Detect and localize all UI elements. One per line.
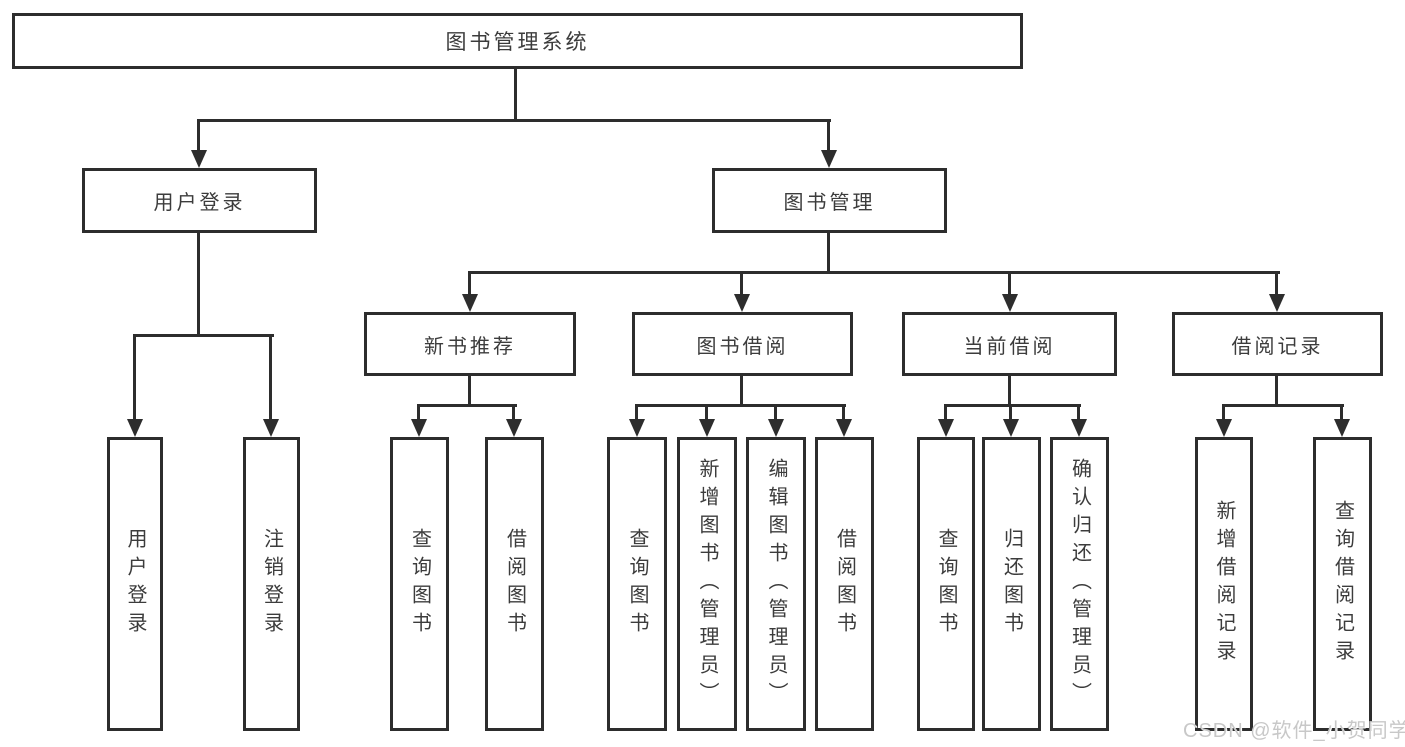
connector-line	[827, 233, 830, 273]
connector-line	[1275, 376, 1278, 406]
node-confirm-return-admin: 确认归还（管理员）	[1050, 437, 1109, 731]
connector-line	[468, 271, 1280, 274]
arrowhead-icon	[506, 419, 522, 437]
arrowhead-icon	[263, 419, 279, 437]
watermark: CSDN @软件_小贺同学	[1183, 720, 1405, 742]
connector-line	[197, 119, 831, 122]
node-add-books-admin: 新增图书（管理员）	[677, 437, 737, 731]
node-current-query-books: 查询图书	[917, 437, 975, 731]
arrowhead-icon	[1002, 294, 1018, 312]
arrowhead-icon	[768, 419, 784, 437]
connector-line	[1077, 404, 1080, 421]
arrowhead-icon	[938, 419, 954, 437]
connector-line	[133, 334, 274, 337]
node-label: 查询借阅记录	[1331, 500, 1354, 668]
connector-line	[944, 404, 947, 421]
node-add-borrow-record: 新增借阅记录	[1195, 437, 1253, 731]
node-label: 用户登录	[153, 192, 246, 214]
node-label: 借阅图书	[833, 528, 856, 640]
connector-line	[944, 404, 1081, 407]
node-rec-borrow-books: 借阅图书	[485, 437, 544, 731]
arrowhead-icon	[699, 419, 715, 437]
arrowhead-icon	[127, 419, 143, 437]
node-book-management: 图书管理	[712, 168, 947, 233]
connector-line	[705, 404, 708, 421]
connector-line	[1008, 271, 1011, 296]
node-query-borrow-record: 查询借阅记录	[1313, 437, 1372, 731]
node-label: 借阅记录	[1231, 335, 1324, 358]
arrowhead-icon	[629, 419, 645, 437]
node-label: 新书推荐	[424, 335, 516, 358]
arrowhead-icon	[411, 419, 427, 437]
node-rec-query-books: 查询图书	[390, 437, 449, 731]
node-user-login: 用户登录	[82, 168, 317, 233]
connector-line	[635, 404, 638, 421]
connector-line	[827, 119, 830, 152]
node-borrow-query-books: 查询图书	[607, 437, 667, 731]
connector-line	[1009, 404, 1012, 421]
arrowhead-icon	[191, 150, 207, 168]
arrowhead-icon	[1269, 294, 1285, 312]
node-user-login-leaf: 用户登录	[107, 437, 163, 731]
connector-line	[468, 376, 471, 406]
node-label: 查询图书	[408, 528, 431, 640]
connector-line	[1340, 404, 1343, 421]
node-label: 查询图书	[935, 528, 957, 640]
connector-line	[468, 271, 471, 296]
connector-line	[133, 334, 136, 420]
connector-line	[417, 404, 420, 421]
node-label: 注销登录	[260, 528, 283, 640]
node-label: 归还图书	[1000, 528, 1023, 640]
arrowhead-icon	[1216, 419, 1232, 437]
node-return-books: 归还图书	[982, 437, 1041, 731]
node-label: 新增图书（管理员）	[696, 458, 718, 710]
node-label: 当前借阅	[963, 335, 1056, 358]
connector-line	[1222, 404, 1225, 421]
node-label: 编辑图书（管理员）	[765, 458, 787, 710]
node-new-book-recommendation: 新书推荐	[364, 312, 576, 376]
node-book-borrowing: 图书借阅	[632, 312, 853, 376]
arrowhead-icon	[1003, 419, 1019, 437]
connector-line	[842, 404, 845, 421]
node-label: 图书管理	[783, 192, 876, 214]
node-label: 用户登录	[124, 528, 146, 640]
connector-line	[514, 69, 517, 121]
node-library-management-system: 图书管理系统	[12, 13, 1023, 69]
node-borrow-borrow-books: 借阅图书	[815, 437, 874, 731]
connector-line	[1008, 376, 1011, 406]
node-label: 查询图书	[626, 528, 648, 640]
node-label: 确认归还（管理员）	[1068, 458, 1091, 710]
connector-line	[197, 233, 200, 336]
node-label: 新增借阅记录	[1213, 500, 1235, 668]
connector-line	[740, 271, 743, 296]
node-current-borrowing: 当前借阅	[902, 312, 1117, 376]
arrowhead-icon	[1334, 419, 1350, 437]
node-label: 图书借阅	[696, 335, 789, 358]
arrowhead-icon	[734, 294, 750, 312]
arrowhead-icon	[836, 419, 852, 437]
node-label: 图书管理系统	[445, 31, 590, 54]
connector-line	[417, 404, 517, 407]
connector-line	[635, 404, 846, 407]
connector-line	[1275, 271, 1278, 296]
connector-line	[269, 334, 272, 420]
arrowhead-icon	[462, 294, 478, 312]
node-edit-books-admin: 编辑图书（管理员）	[746, 437, 806, 731]
connector-line	[740, 376, 743, 406]
node-logout: 注销登录	[243, 437, 300, 731]
connector-line	[197, 119, 200, 152]
arrowhead-icon	[1071, 419, 1087, 437]
node-label: 借阅图书	[503, 528, 526, 640]
connector-line	[774, 404, 777, 421]
arrowhead-icon	[821, 150, 837, 168]
connector-line	[1222, 404, 1344, 407]
connector-line	[512, 404, 515, 421]
node-borrowing-records: 借阅记录	[1172, 312, 1383, 376]
